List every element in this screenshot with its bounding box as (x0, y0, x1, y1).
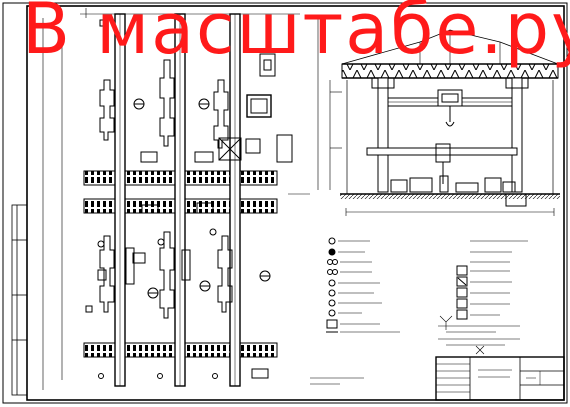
title-block (435, 356, 565, 401)
watermark-text: В масштабе.ру (22, 0, 570, 70)
cross-section (330, 29, 560, 216)
legend-right (456, 240, 528, 320)
notes-block (310, 315, 520, 385)
legend-left (326, 237, 400, 333)
left-margin-stamp (11, 204, 28, 396)
floor-plan (42, 8, 331, 390)
inner-frame (26, 5, 565, 401)
